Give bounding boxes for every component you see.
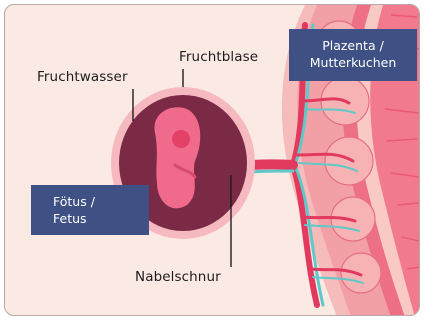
badge-foetus-line2: Fetus <box>53 210 149 227</box>
badge-foetus: Fötus / Fetus <box>31 185 149 235</box>
label-fruchtblase: Fruchtblase <box>179 49 258 65</box>
fetus <box>154 107 200 208</box>
badge-plazenta: Plazenta / Mutterkuchen <box>289 29 417 81</box>
label-fruchtwasser: Fruchtwasser <box>37 69 128 85</box>
label-nabelschnur: Nabelschnur <box>135 269 221 285</box>
badge-plazenta-line2: Mutterkuchen <box>289 54 417 71</box>
badge-foetus-line1: Fötus / <box>53 193 149 210</box>
diagram-frame: Fruchtblase Fruchtwasser Nabelschnur Pla… <box>4 4 420 316</box>
badge-plazenta-line1: Plazenta / <box>289 37 417 54</box>
